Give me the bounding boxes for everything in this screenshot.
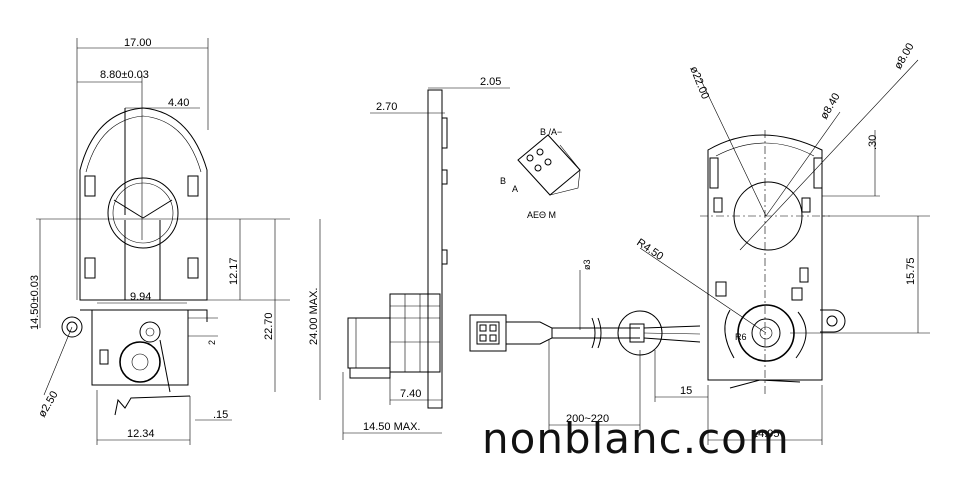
front-bottom-width-label: 9.94 bbox=[130, 291, 151, 303]
front-view: 17.00 8.80±0.03 4.40 14.50±0.03 12.17 bbox=[29, 37, 321, 445]
front-small-dim-label: 2 bbox=[207, 340, 217, 345]
cable-strip-length-label: 15 bbox=[680, 385, 692, 397]
front-max-height-label: 24.00 MAX. bbox=[308, 288, 320, 345]
front-body-height-label: 22.70 bbox=[263, 312, 275, 340]
side-flange-height-label: 2.70 bbox=[376, 101, 397, 113]
side-gear-depth-label: 7.40 bbox=[400, 388, 421, 400]
connector-pin-a-label: A bbox=[512, 184, 518, 194]
rear-gear-label: R6 bbox=[735, 332, 747, 342]
side-plate-thickness-label: 2.05 bbox=[480, 76, 501, 88]
front-base-width-label: 12.34 bbox=[127, 428, 155, 440]
watermark-text: nonblanc.com bbox=[482, 414, 790, 463]
connector-pins-top-label: B /A− bbox=[540, 127, 562, 137]
side-max-depth-label: 14.50 MAX. bbox=[363, 421, 420, 433]
rear-radius-label: R4.50 bbox=[634, 237, 665, 263]
cable-length-label: 200~220 bbox=[566, 413, 609, 425]
front-width-label: 17.00 bbox=[124, 37, 152, 49]
rear-inner-diameter-label: ø8.00 bbox=[892, 41, 916, 71]
cable-assembly: ø3 200~220 15 bbox=[469, 259, 708, 430]
front-hole-diameter-label: ø2.50 bbox=[36, 389, 60, 419]
rear-top-offset-label: .30 bbox=[867, 135, 879, 150]
front-hole-height-label: 14.50±0.03 bbox=[29, 275, 41, 330]
front-mid-height-label: 12.17 bbox=[228, 257, 240, 285]
front-gap-label: .15 bbox=[213, 409, 228, 421]
rear-view: R6 ø22.00 ø8.00 ø8.40 .30 R4.50 15.75 14… bbox=[634, 41, 930, 445]
front-shaft-offset-label: 4.40 bbox=[168, 97, 189, 109]
front-center-offset-label: 8.80±0.03 bbox=[100, 69, 149, 81]
rear-bottom-width-label: 14.95 bbox=[752, 428, 780, 440]
rear-mid-diameter-label: ø8.40 bbox=[818, 91, 842, 121]
connector-pin-b-label: B bbox=[500, 176, 506, 186]
connector-detail: B /A− B A ΑΕΘ Μ bbox=[500, 127, 581, 220]
side-view: 2.05 2.70 7.40 14.50 MAX. bbox=[342, 76, 510, 440]
rear-outer-diameter-label: ø22.00 bbox=[687, 65, 711, 101]
rear-center-height-label: 15.75 bbox=[905, 257, 917, 285]
connector-caption-label: ΑΕΘ Μ bbox=[527, 210, 556, 220]
cable-diameter-label: ø3 bbox=[582, 259, 592, 270]
